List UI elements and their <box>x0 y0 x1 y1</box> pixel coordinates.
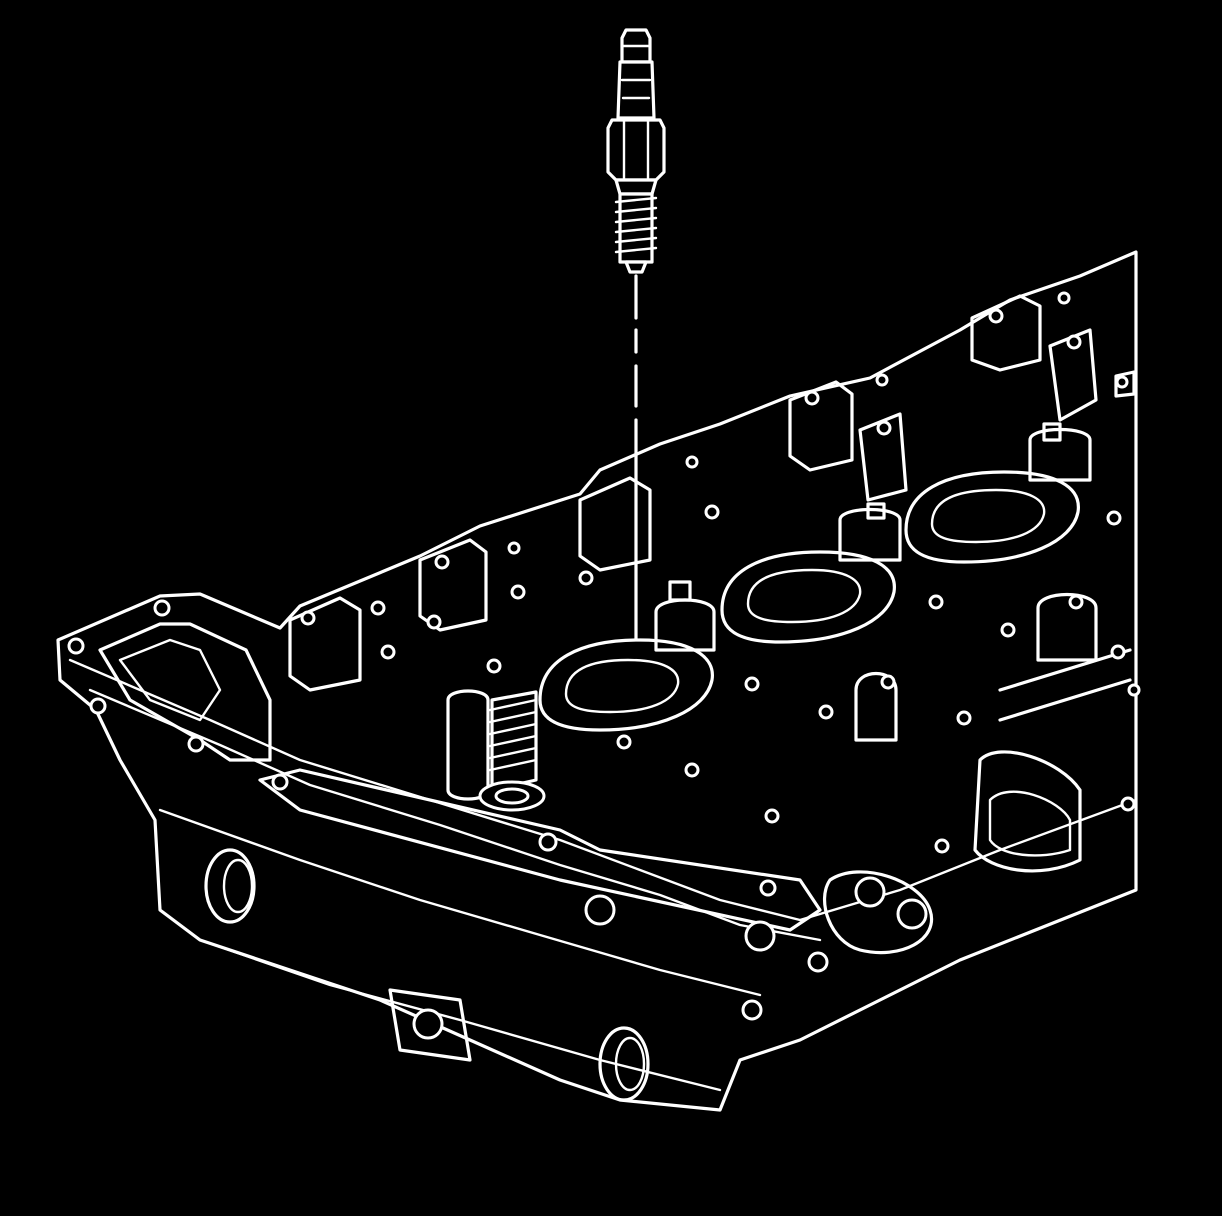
lower-rail <box>258 768 822 932</box>
side-port-1 <box>204 848 256 924</box>
spark-plug-insulator <box>616 60 656 120</box>
cylinder-head-outline <box>56 250 1138 1112</box>
spark-plug-hex <box>606 118 666 182</box>
port-flanges <box>538 470 1080 732</box>
camshaft-journal-row <box>288 294 1098 692</box>
spark-plug-electrode <box>624 260 648 274</box>
cylinder-head <box>56 250 1141 1112</box>
valve-springs <box>446 427 1098 812</box>
spark-plug <box>606 28 666 274</box>
side-port-2 <box>598 1026 650 1102</box>
